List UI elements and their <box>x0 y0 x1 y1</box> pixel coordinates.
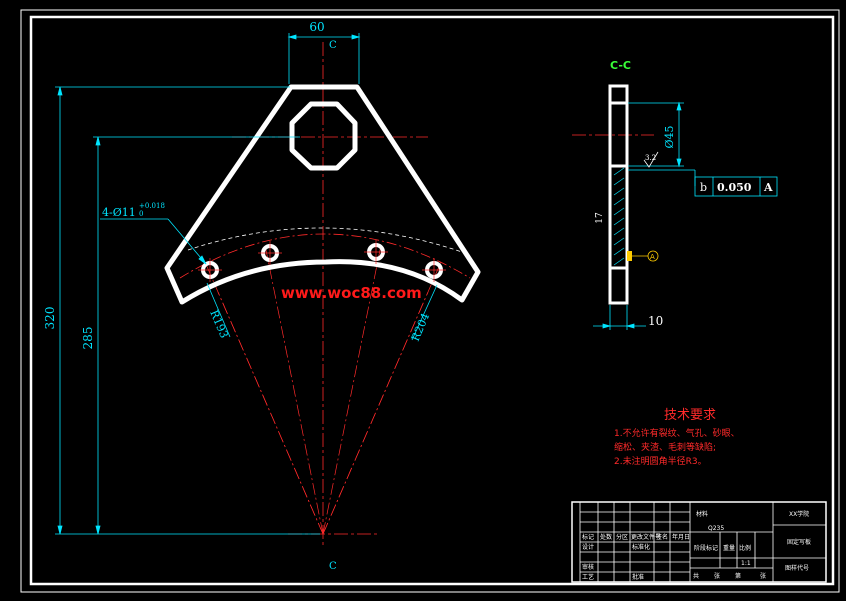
tolerance-datum: A <box>763 181 773 194</box>
section-label-bottom: C <box>329 561 337 572</box>
tb-count: 处数 <box>600 533 612 541</box>
section-view-cc: C-C Ø45 <box>572 59 778 330</box>
tb-school: XX学院 <box>789 510 809 518</box>
dim-top-width-label: 60 <box>309 20 324 34</box>
tech-req-line-2: 缩松、夹渣、毛刺等缺陷; <box>614 441 716 453</box>
dimension-hole-height <box>93 136 300 535</box>
dim-overall-height-label: 320 <box>43 307 57 330</box>
radial-line-r193 <box>217 291 324 535</box>
radial-line-r204 <box>322 291 429 535</box>
roughness-symbol <box>643 151 659 168</box>
outer-sheet-border <box>20 9 840 593</box>
watermark-text: www.woc88.com <box>281 284 422 302</box>
datum-marker-label: A <box>650 253 655 261</box>
tb-standardization: 标准化 <box>632 543 650 551</box>
tb-material-label: 材料 <box>696 510 708 518</box>
hole-callout-leader <box>100 218 207 265</box>
section-label-top: C <box>329 40 337 51</box>
hole-pitch-arc <box>179 233 471 279</box>
radial-line-hole-3 <box>322 244 382 535</box>
datum-marker-triangle <box>627 251 632 261</box>
tb-scale-label: 比例 <box>739 544 751 552</box>
radial-line-hole-2 <box>264 244 324 535</box>
dim-diameter-label: Ø45 <box>663 125 676 148</box>
tolerance-frame <box>628 169 778 197</box>
radial-centerlines <box>204 244 442 535</box>
tb-approve: 批准 <box>632 573 644 581</box>
dimension-top-width <box>287 33 361 84</box>
tech-req-line-3: 2.未注明圆角半径R3。 <box>614 455 707 467</box>
tech-req-title: 技术要求 <box>664 408 716 423</box>
dimension-thickness <box>593 305 646 330</box>
tb-scale-value: 1:1 <box>741 560 751 567</box>
plate-outline <box>164 84 481 305</box>
tb-process: 工艺 <box>582 573 594 581</box>
tb-designer: 设计 <box>582 543 594 551</box>
tb-sheet-no: 第 <box>735 572 741 580</box>
tech-req-line-1: 1.不允许有裂纹、气孔、砂眼、 <box>614 427 740 439</box>
tb-part-name: 固定写板 <box>787 538 811 546</box>
hole-tol-upper: +0.018 <box>139 202 165 210</box>
section-view-title: C-C <box>610 59 631 72</box>
hole-spec-label: 4-Ø11 <box>102 206 136 219</box>
tb-material-value: Q235 <box>708 525 724 532</box>
octagon-cutout <box>289 101 358 171</box>
main-part-view: 60 C C 320 285 4-Ø11 +0.018 0 <box>43 20 481 572</box>
roughness-label: 3.2 <box>645 154 656 162</box>
tb-zone: 分区 <box>616 533 628 541</box>
tb-signature: 签名 <box>656 533 668 541</box>
dimension-diameter <box>628 101 684 168</box>
tb-reviewer: 审核 <box>582 563 594 571</box>
dim-hole-height-label: 285 <box>81 327 95 350</box>
hole-center-marks <box>198 240 446 282</box>
dim-thickness-label: 10 <box>648 314 663 328</box>
tb-mark: 标记 <box>582 533 594 541</box>
dimension-overall-height <box>55 86 320 535</box>
tb-drawing-code: 图样代号 <box>785 564 809 572</box>
tech-requirements: 技术要求 1.不允许有裂纹、气孔、砂眼、 缩松、夹渣、毛刺等缺陷; 2.未注明圆… <box>614 408 740 467</box>
tb-weight: 重量 <box>723 544 735 552</box>
tolerance-value: 0.050 <box>717 181 752 194</box>
section-dim-label: 17 <box>595 212 605 224</box>
r204-leader <box>411 284 438 341</box>
section-body-outline <box>608 84 629 305</box>
tb-stage-mark: 阶段标记 <box>694 544 718 552</box>
phantom-arc <box>187 227 463 253</box>
datum-marker-circle <box>647 250 659 262</box>
inner-sheet-border <box>29 15 835 586</box>
title-block <box>571 501 827 583</box>
section-hatch <box>613 167 625 266</box>
tb-sheet-label: 张 <box>714 572 720 580</box>
hole-tol-lower: 0 <box>139 210 143 218</box>
tb-sheet-unit: 张 <box>760 572 766 580</box>
tb-change-doc: 更改文件号 <box>631 533 661 541</box>
tb-sheet-total: 共 <box>693 572 699 580</box>
r193-leader <box>206 282 231 338</box>
tb-date: 年月日 <box>672 533 690 541</box>
dim-outer-radius-label: R204 <box>409 311 432 343</box>
tolerance-symbol: b <box>700 181 707 194</box>
